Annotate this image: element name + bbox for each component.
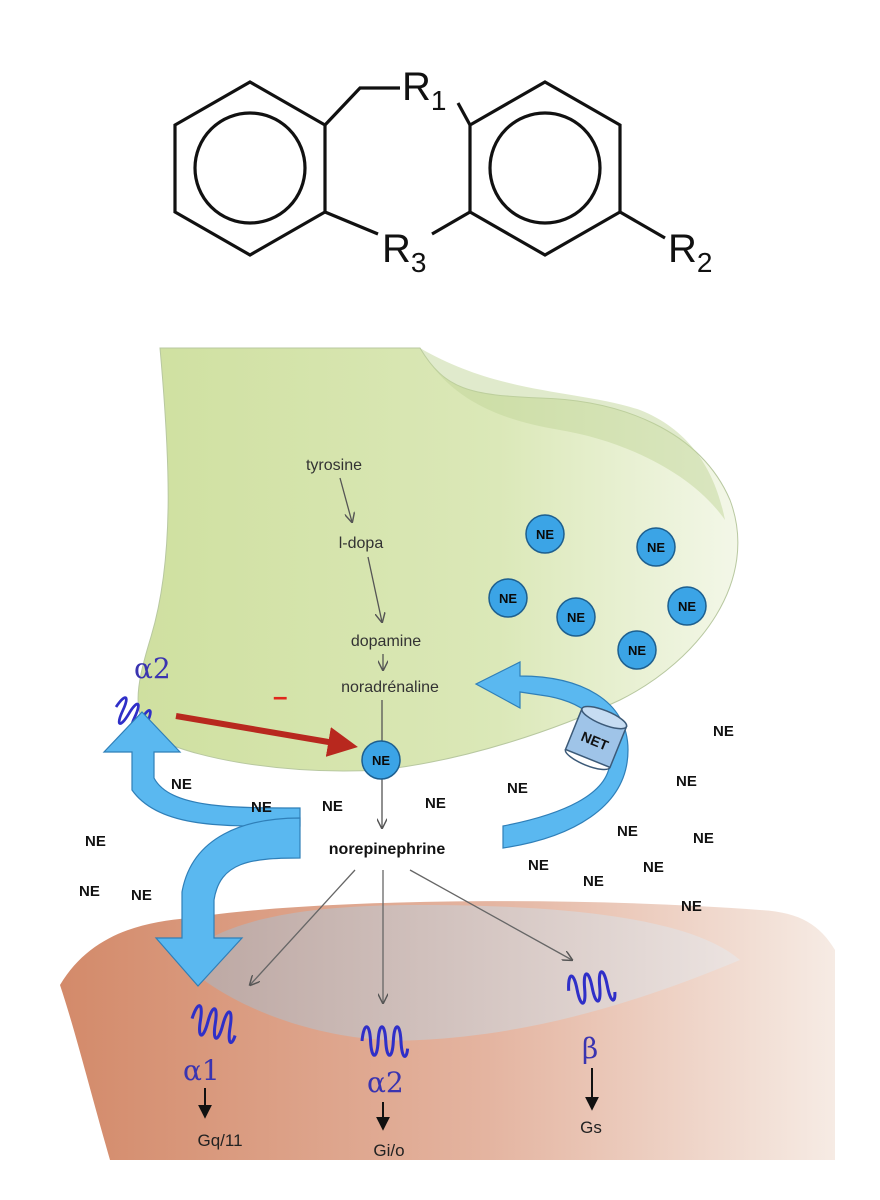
inhibition-arrow	[175, 713, 358, 757]
free-ne: NE	[85, 833, 106, 850]
dopamine-label: dopamine	[351, 633, 421, 650]
postsynaptic-neuron	[60, 901, 835, 1160]
gi-label: Gi/o	[373, 1141, 404, 1160]
inhibition-sign: –	[273, 681, 287, 711]
bond-r2	[619, 210, 666, 240]
arrow-ne-beta	[409, 869, 572, 960]
vesicle: NE	[556, 597, 596, 637]
free-ne: NE	[131, 887, 152, 904]
free-ne: NE	[693, 830, 714, 847]
right-benzene-ring	[468, 80, 622, 257]
bridge-bond-top	[323, 86, 400, 127]
bridge-bond-r3-right	[431, 210, 471, 236]
free-ne: NE	[171, 776, 192, 793]
arrow-ne-alpha1	[250, 869, 356, 985]
r2-label: R2	[668, 227, 712, 278]
presynaptic-alpha2-label: α2	[134, 652, 171, 685]
vesicle: NE	[617, 630, 657, 670]
vesicle: NE	[667, 586, 707, 626]
right-aromatic-circle	[488, 111, 602, 225]
norepinephrine-label: norepinephrine	[329, 841, 446, 858]
vesicle-group: NE NE NE NE NE NE NE	[361, 514, 707, 780]
svg-text:NE: NE	[499, 591, 517, 606]
free-ne: NE	[617, 823, 638, 840]
free-ne: NE	[251, 799, 272, 816]
docked-vesicle: NE	[361, 740, 401, 780]
svg-text:NE: NE	[678, 599, 696, 614]
svg-text:NE: NE	[628, 643, 646, 658]
arrow-ldopa-dopamine	[367, 556, 382, 622]
free-ne-group: NE NE NE NE NE NE NE NE NE NE NE NE NE N…	[79, 723, 734, 915]
left-benzene-ring	[173, 80, 327, 257]
svg-text:NE: NE	[647, 540, 665, 555]
beta-label: β	[582, 1032, 598, 1065]
alpha2-label: α2	[367, 1066, 404, 1099]
free-ne: NE	[507, 780, 528, 797]
bridge-bond-r1	[456, 102, 472, 126]
r1-label: R1	[402, 65, 446, 116]
vesicle: NE	[525, 514, 565, 554]
net-transporter-icon: NET	[564, 705, 628, 771]
free-ne: NE	[713, 723, 734, 740]
free-ne: NE	[79, 883, 100, 900]
vesicle: NE	[636, 527, 676, 567]
gs-label: Gs	[580, 1118, 602, 1137]
autoreceptor-feedback-arrow	[102, 711, 301, 827]
free-ne: NE	[643, 859, 664, 876]
arrow-tyrosine-ldopa	[339, 477, 352, 522]
svg-text:NE: NE	[372, 753, 390, 768]
presynaptic-neuron	[137, 347, 739, 772]
postsynaptic-membrane	[180, 905, 740, 1041]
noradrenaline-label: noradrénaline	[341, 679, 439, 696]
postsynaptic-alpha1-arrow	[154, 817, 301, 987]
free-ne: NE	[425, 795, 446, 812]
free-ne: NE	[676, 773, 697, 790]
vesicle: NE	[488, 578, 528, 618]
free-ne: NE	[528, 857, 549, 874]
alpha1-label: α1	[183, 1054, 220, 1087]
svg-text:NE: NE	[536, 527, 554, 542]
free-ne: NE	[681, 898, 702, 915]
free-ne: NE	[322, 798, 343, 815]
ldopa-label: l-dopa	[339, 535, 384, 552]
tyrosine-label: tyrosine	[306, 457, 362, 474]
svg-text:NE: NE	[567, 610, 585, 625]
free-ne: NE	[583, 873, 604, 890]
tricyclic-structure	[173, 80, 666, 257]
r3-label: R3	[382, 227, 426, 278]
bridge-bond-r3-left	[324, 210, 379, 236]
gq-label: Gq/11	[197, 1131, 242, 1150]
left-aromatic-circle	[193, 111, 307, 225]
